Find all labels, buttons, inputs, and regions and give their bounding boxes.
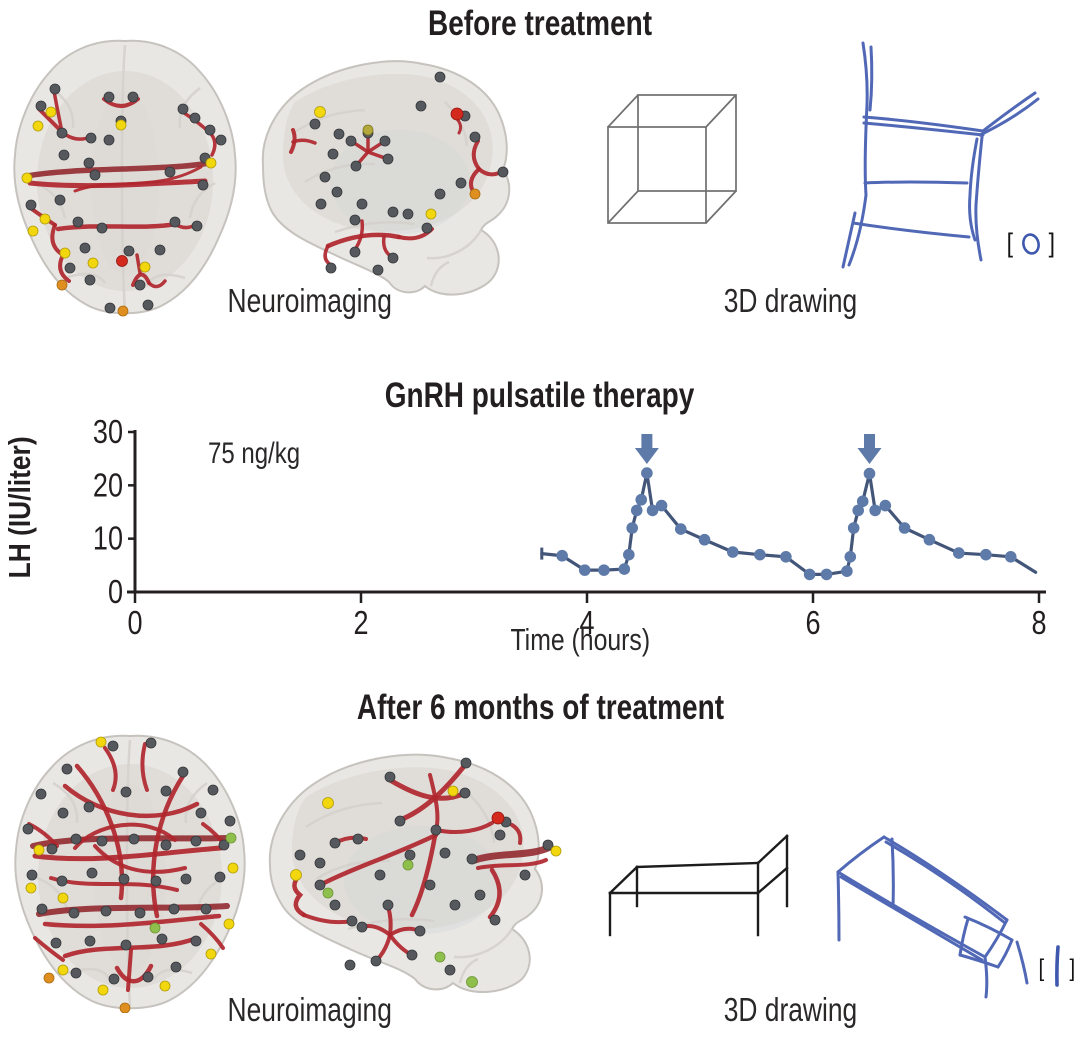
data-point	[578, 564, 591, 576]
connectivity-nodes-after-sagittal	[290, 757, 562, 988]
drawn-circle-score-icon	[1021, 232, 1040, 255]
lh-series	[540, 467, 1038, 581]
data-point	[852, 504, 864, 517]
data-point	[626, 522, 638, 534]
chart-x-axis-label: Time (hours)	[510, 622, 650, 657]
before-neuroimaging-label: Neuroimaging	[227, 282, 393, 319]
data-point	[780, 551, 792, 563]
data-point	[952, 547, 965, 559]
data-point	[646, 504, 659, 517]
data-point	[863, 467, 876, 480]
cube-stimulus-graphic	[607, 94, 737, 224]
data-point	[844, 551, 857, 563]
patient-drawing-after-graphic	[836, 835, 1029, 999]
connectivity-nodes-after-axial	[22, 736, 239, 1013]
data-point	[598, 564, 610, 576]
y-tick-label: 10	[93, 521, 123, 557]
chart-axes: 0 2 4 6 8 0 10 20 30	[93, 415, 1047, 642]
data-point	[869, 504, 881, 517]
connectivity-nodes-before-sagittal	[309, 71, 509, 276]
y-tick-label: 20	[93, 468, 123, 504]
axial-brain-after-graphic	[14, 734, 246, 1013]
gnrh-injection-arrow-icon	[857, 434, 882, 464]
connectivity-nodes-before-axial	[21, 83, 227, 317]
data-point	[754, 548, 766, 561]
drawn-stroke-score-icon	[1054, 945, 1060, 987]
data-point	[879, 499, 892, 512]
before-section-title: Before treatment	[0, 4, 1080, 44]
data-point	[980, 548, 992, 561]
y-tick-label: 30	[93, 415, 123, 451]
after-section-title: After 6 months of treatment	[0, 688, 1080, 728]
after-neuroimaging-label: Neuroimaging	[227, 991, 393, 1028]
after-drawing-label: 3D drawing	[723, 991, 857, 1028]
bracket-left: [	[1006, 228, 1013, 258]
drawing-score-before: [ ]	[1006, 228, 1055, 259]
before-drawing-label: 3D drawing	[723, 282, 857, 319]
bracket-right: ]	[1048, 228, 1055, 258]
data-point	[803, 568, 816, 581]
bracket-left: [	[1038, 955, 1045, 982]
data-point	[1004, 551, 1017, 563]
x-tick-label: 0	[127, 606, 142, 642]
x-tick-label: 4	[579, 606, 594, 642]
data-point	[820, 568, 833, 581]
x-tick-label: 6	[805, 606, 820, 642]
lh-pulse-chart: 0 2 4 6 8 0 10 20 30	[93, 415, 1047, 642]
data-point	[674, 523, 687, 535]
drawing-score-after: [ ]	[1038, 945, 1075, 987]
data-point	[556, 549, 568, 562]
data-point	[847, 522, 860, 534]
data-point	[618, 563, 631, 575]
sagittal-brain-after-graphic	[268, 753, 562, 994]
data-point	[841, 565, 853, 577]
data-point	[623, 548, 635, 561]
data-point	[898, 522, 911, 534]
data-point	[630, 504, 643, 517]
bed-stimulus-graphic	[608, 834, 789, 937]
data-point	[698, 533, 711, 546]
data-point	[655, 499, 668, 512]
after-title-text: After 6 months of treatment	[356, 688, 724, 727]
sagittal-brain-before-graphic	[261, 60, 511, 296]
data-point	[923, 533, 936, 546]
x-tick-label: 8	[1031, 606, 1046, 642]
dose-annotation: 75 ng/kg	[208, 437, 301, 470]
gnrh-injection-arrow-icon	[634, 434, 659, 464]
tracts-before-sagittal	[289, 117, 503, 267]
axial-brain-before-graphic	[13, 39, 237, 317]
x-tick-label: 2	[353, 606, 368, 642]
data-point	[726, 546, 739, 558]
chart-title: GnRH pulsatile therapy	[385, 376, 695, 415]
data-point	[635, 493, 648, 506]
bracket-right: ]	[1069, 955, 1075, 982]
data-point	[856, 495, 869, 508]
before-title-text: Before treatment	[427, 4, 653, 43]
data-point	[641, 467, 653, 479]
patient-drawing-before-graphic	[841, 41, 1040, 269]
y-tick-label: 0	[108, 575, 123, 611]
